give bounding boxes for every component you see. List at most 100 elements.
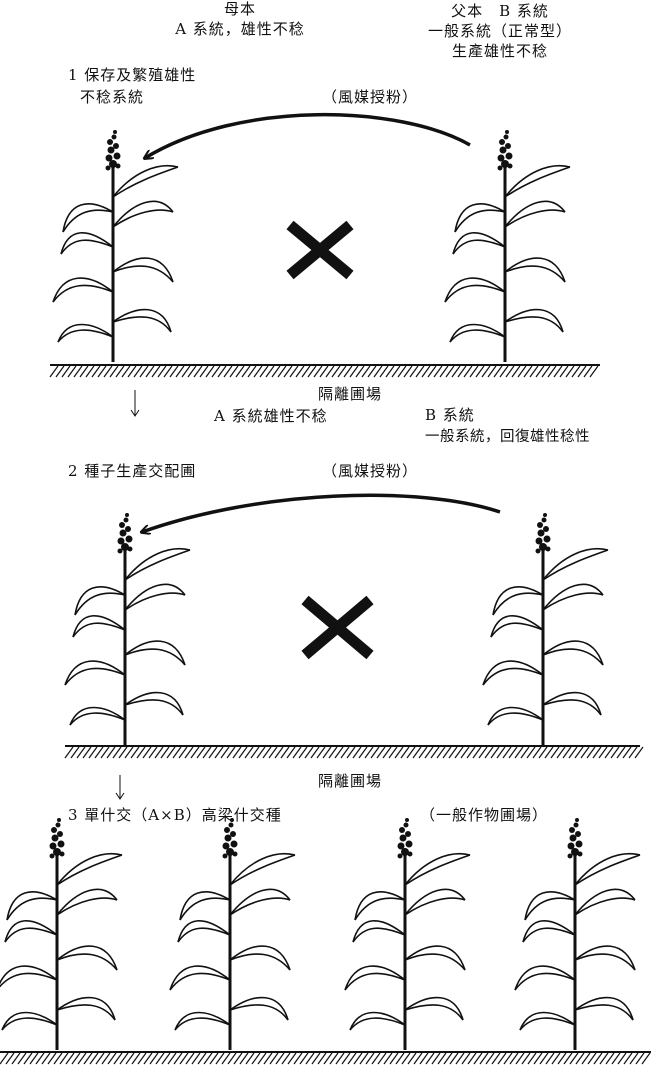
hatch-stroke bbox=[304, 746, 314, 759]
hatch-stroke bbox=[565, 365, 575, 378]
hatch-stroke bbox=[430, 746, 440, 759]
hatch-stroke bbox=[232, 746, 242, 759]
hatch-stroke bbox=[370, 746, 380, 759]
hatch-stroke bbox=[161, 1052, 171, 1065]
hatch-stroke bbox=[448, 746, 458, 759]
hatch-stroke bbox=[341, 1052, 351, 1065]
hatch-stroke bbox=[109, 365, 119, 378]
hatch-stroke bbox=[460, 746, 470, 759]
hatch-stroke bbox=[178, 746, 188, 759]
hatch-stroke bbox=[17, 1052, 27, 1065]
hatch-stroke bbox=[151, 365, 161, 378]
hatch-stroke bbox=[407, 1052, 417, 1065]
hatch-stroke bbox=[349, 365, 359, 378]
hatch-stroke bbox=[76, 746, 86, 759]
hatch-stroke bbox=[340, 746, 350, 759]
hatch-stroke bbox=[100, 746, 110, 759]
hatch-stroke bbox=[307, 365, 317, 378]
hatch-stroke bbox=[187, 365, 197, 378]
hatch-stroke bbox=[509, 1052, 519, 1065]
hatch-stroke bbox=[208, 746, 218, 759]
hatch-stroke bbox=[251, 1052, 261, 1065]
hatch-stroke bbox=[358, 746, 368, 759]
hatch-stroke bbox=[172, 746, 182, 759]
hatch-stroke bbox=[193, 365, 203, 378]
male-line-b-description: 一般系統，回復雄性稔性 bbox=[425, 429, 590, 445]
hatch-stroke bbox=[574, 746, 584, 759]
hatch-stroke bbox=[196, 746, 206, 759]
male-line-b-title: B 系統 bbox=[425, 406, 475, 424]
hatch-stroke bbox=[83, 1052, 93, 1065]
hatch-stroke bbox=[388, 746, 398, 759]
hatch-stroke bbox=[199, 365, 209, 378]
hatch-stroke bbox=[202, 746, 212, 759]
hatch-stroke bbox=[91, 365, 101, 378]
hatch-stroke bbox=[611, 1052, 621, 1065]
hatch-stroke bbox=[394, 746, 404, 759]
hatch-stroke bbox=[610, 746, 620, 759]
hatch-stroke bbox=[271, 365, 281, 378]
hatch-stroke bbox=[65, 1052, 75, 1065]
hatch-stroke bbox=[478, 746, 488, 759]
hatch-stroke bbox=[103, 365, 113, 378]
general-crop-field-label: （一般作物圃場） bbox=[420, 806, 549, 824]
hatch-stroke bbox=[185, 1052, 195, 1065]
hatch-stroke bbox=[211, 365, 221, 378]
hatch-stroke bbox=[88, 746, 98, 759]
hatch-stroke bbox=[316, 746, 326, 759]
hatch-stroke bbox=[412, 746, 422, 759]
hatch-stroke bbox=[157, 365, 167, 378]
hatch-stroke bbox=[85, 365, 95, 378]
hatch-stroke bbox=[329, 1052, 339, 1065]
hatch-stroke bbox=[487, 365, 497, 378]
hatch-stroke bbox=[89, 1052, 99, 1065]
hatch-stroke bbox=[557, 1052, 567, 1065]
hatch-stroke bbox=[175, 365, 185, 378]
hatch-stroke bbox=[383, 1052, 393, 1065]
hatch-stroke bbox=[82, 746, 92, 759]
hybrid-plant-2 bbox=[168, 816, 297, 1052]
hatch-stroke bbox=[286, 746, 296, 759]
hatch-stroke bbox=[581, 1052, 591, 1065]
hatch-stroke bbox=[73, 365, 83, 378]
soil-hatching-3 bbox=[0, 1052, 651, 1065]
hatch-stroke bbox=[322, 746, 332, 759]
hatch-stroke bbox=[415, 365, 425, 378]
hatch-stroke bbox=[79, 365, 89, 378]
hatch-stroke bbox=[373, 365, 383, 378]
hatch-stroke bbox=[617, 1052, 627, 1065]
hatch-stroke bbox=[235, 365, 245, 378]
hatch-stroke bbox=[379, 365, 389, 378]
hatch-stroke bbox=[214, 746, 224, 759]
hatch-stroke bbox=[503, 1052, 513, 1065]
soil-hatching-2 bbox=[64, 746, 644, 759]
hatch-stroke bbox=[413, 1052, 423, 1065]
hatch-stroke bbox=[94, 746, 104, 759]
hatch-stroke bbox=[61, 365, 71, 378]
pollination-arrow-2 bbox=[142, 493, 501, 532]
hatch-stroke bbox=[586, 746, 596, 759]
hatch-stroke bbox=[511, 365, 521, 378]
hatch-stroke bbox=[247, 365, 257, 378]
hatch-stroke bbox=[490, 746, 500, 759]
hatch-stroke bbox=[520, 746, 530, 759]
hatch-stroke bbox=[604, 746, 614, 759]
hatch-stroke bbox=[346, 746, 356, 759]
hatch-stroke bbox=[353, 1052, 363, 1065]
hatch-stroke bbox=[533, 1052, 543, 1065]
hatch-stroke bbox=[169, 365, 179, 378]
hatch-stroke bbox=[295, 365, 305, 378]
hatch-stroke bbox=[545, 1052, 555, 1065]
hatch-stroke bbox=[515, 1052, 525, 1065]
isolation-field-label-2: 隔離圃場 bbox=[318, 772, 383, 790]
hatch-stroke bbox=[118, 746, 128, 759]
hatch-stroke bbox=[401, 1052, 411, 1065]
hatch-stroke bbox=[544, 746, 554, 759]
hatch-stroke bbox=[559, 365, 569, 378]
hatch-stroke bbox=[287, 1052, 297, 1065]
hatch-stroke bbox=[130, 746, 140, 759]
hatch-stroke bbox=[275, 1052, 285, 1065]
hatch-stroke bbox=[238, 746, 248, 759]
hybrid-plant-4 bbox=[513, 816, 642, 1052]
hatch-stroke bbox=[575, 1052, 585, 1065]
